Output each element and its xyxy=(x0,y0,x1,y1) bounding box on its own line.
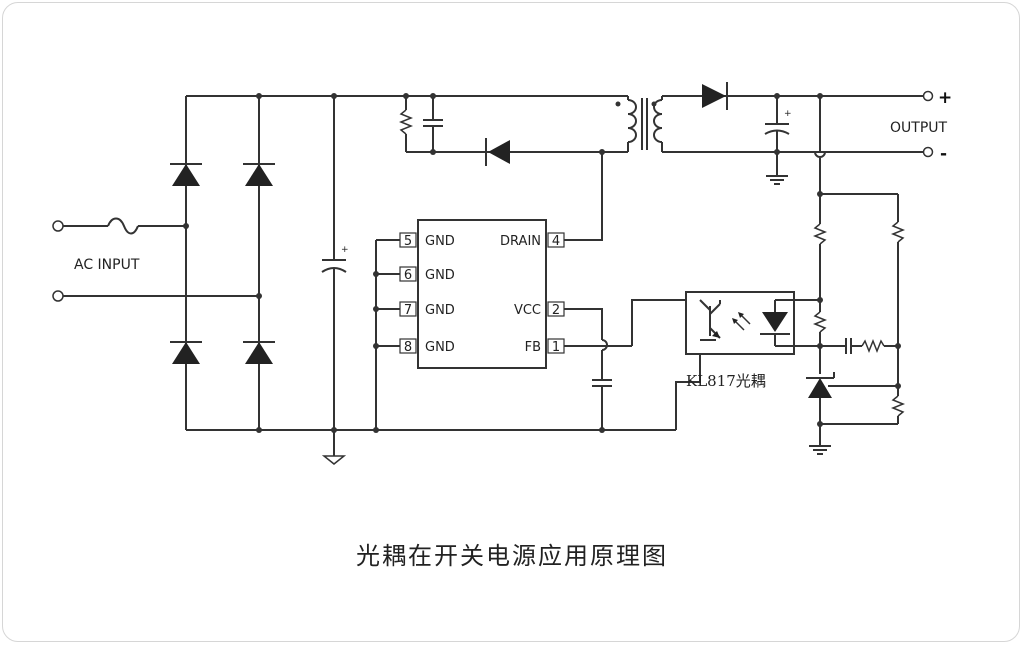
plus-sign: + xyxy=(938,88,952,108)
pin-number: 2 xyxy=(552,303,560,318)
optocoupler-kl817 xyxy=(685,291,820,355)
svg-text:+: + xyxy=(341,245,349,255)
diode-icon xyxy=(245,342,273,364)
pin-name: GND xyxy=(425,303,455,318)
resistor-icon xyxy=(890,221,906,243)
secondary-rectifier xyxy=(662,82,924,158)
pin-name: FB xyxy=(525,340,541,355)
pin-number: 6 xyxy=(404,268,412,283)
pin-name: DRAIN xyxy=(500,234,541,249)
ground-icon xyxy=(321,455,347,465)
resistor-icon xyxy=(812,223,828,245)
pin-number: 1 xyxy=(552,340,560,355)
vcc-fb-wiring xyxy=(564,299,701,433)
bridge-rectifier xyxy=(170,93,275,433)
transformer xyxy=(602,96,663,153)
output-label: OUTPUT xyxy=(890,120,948,136)
diode-icon xyxy=(702,84,726,108)
pin-name: GND xyxy=(425,268,455,283)
ic-ground-bus xyxy=(373,239,400,433)
fuse-icon xyxy=(63,217,186,235)
pin-name: GND xyxy=(425,234,455,249)
diode-icon xyxy=(488,140,510,164)
ac-input-terminals xyxy=(52,220,64,302)
feedback-network xyxy=(806,93,906,446)
pin-number: 8 xyxy=(404,340,412,355)
output-capacitor: + xyxy=(764,93,792,176)
resistor-icon xyxy=(861,338,885,354)
diode-icon xyxy=(172,164,200,186)
output-terminals xyxy=(922,90,934,158)
snubber-network xyxy=(398,93,605,166)
pin-number: 7 xyxy=(404,303,412,318)
pwm-controller-ic: 5 6 7 8 GND GND GND GND 4 2 1 DRAIN VCC … xyxy=(399,219,565,369)
minus-sign: - xyxy=(940,144,947,164)
pin-number: 4 xyxy=(552,234,560,249)
ground-icon xyxy=(766,175,788,185)
diode-icon xyxy=(245,164,273,186)
shunt-regulator-icon xyxy=(808,378,832,398)
ground-icon xyxy=(809,445,831,455)
bulk-capacitor: + xyxy=(321,93,349,456)
resistor-icon xyxy=(398,109,414,135)
pin-name: VCC xyxy=(514,303,541,318)
pin-name: GND xyxy=(425,340,455,355)
svg-text:+: + xyxy=(784,109,792,119)
diode-icon xyxy=(172,342,200,364)
resistor-icon xyxy=(812,311,828,333)
pin-number: 5 xyxy=(404,234,412,249)
led-icon xyxy=(762,312,788,332)
optocoupler-label: KL817光耦 xyxy=(686,372,766,390)
resistor-icon xyxy=(890,395,906,417)
diagram-caption: 光耦在开关电源应用原理图 xyxy=(356,542,668,570)
ac-input-label: AC INPUT xyxy=(74,257,140,273)
